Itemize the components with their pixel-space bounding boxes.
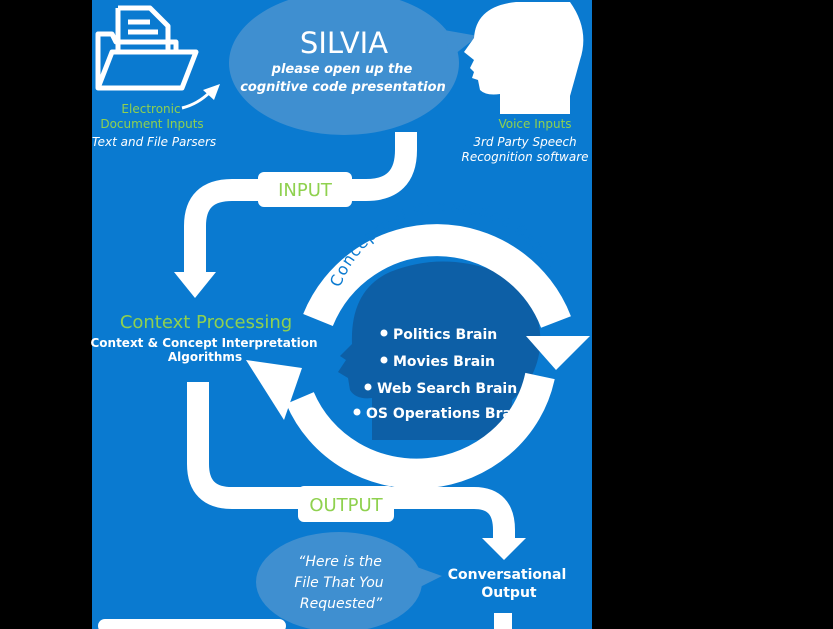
context-sub-line2: Algorithms [168, 350, 242, 364]
quote-line3: Requested” [300, 596, 383, 612]
input-label-box [258, 172, 352, 207]
bottom-partial-line [494, 613, 512, 629]
voice-label: Voice Inputs [498, 117, 571, 131]
brain-bullet [353, 408, 361, 416]
bubble-title: SILVIA [300, 26, 388, 60]
document-sub: Text and File Parsers [92, 135, 216, 149]
conversational-line1: Conversational [448, 567, 567, 583]
head-silhouette-icon [464, 2, 584, 114]
knowledge-arc [246, 224, 590, 489]
document-label-line1: Electronic [121, 102, 180, 116]
voice-sub-line1: 3rd Party Speech [473, 135, 576, 149]
document-to-bubble-arrow [181, 84, 220, 110]
output-label: OUTPUT [309, 495, 383, 516]
context-title: Context Processing [120, 312, 292, 333]
quote-line1: “Here is the [298, 554, 382, 570]
brain-list: Politics Brain Movies Brain Web Search B… [353, 327, 527, 422]
context-sub-line1: Context & Concept Interpretation [90, 336, 317, 350]
response-bubble [256, 532, 442, 629]
brain-item: OS Operations Brain [366, 406, 527, 422]
bubble-line1: please open up the [271, 62, 413, 77]
output-label-box [298, 486, 394, 522]
brain-head-icon [338, 261, 541, 440]
voice-sub-line2: Recognition software [461, 150, 588, 164]
bottom-partial-box [98, 619, 286, 629]
brain-item: Movies Brain [393, 354, 495, 370]
brain-bullet [364, 383, 372, 391]
conversational-line2: Output [481, 585, 537, 601]
document-folder-icon [95, 5, 199, 91]
brain-item: Web Search Brain [377, 381, 517, 397]
input-label: INPUT [278, 180, 333, 201]
bubble-line2: cognitive code presentation [240, 80, 446, 95]
brain-bullet [380, 356, 388, 364]
brain-bullet [380, 329, 388, 337]
document-label-line2: Document Inputs [100, 117, 203, 131]
brain-item: Politics Brain [393, 327, 497, 343]
speech-bubble [229, 0, 478, 135]
quote-line2: File That You [294, 575, 383, 591]
